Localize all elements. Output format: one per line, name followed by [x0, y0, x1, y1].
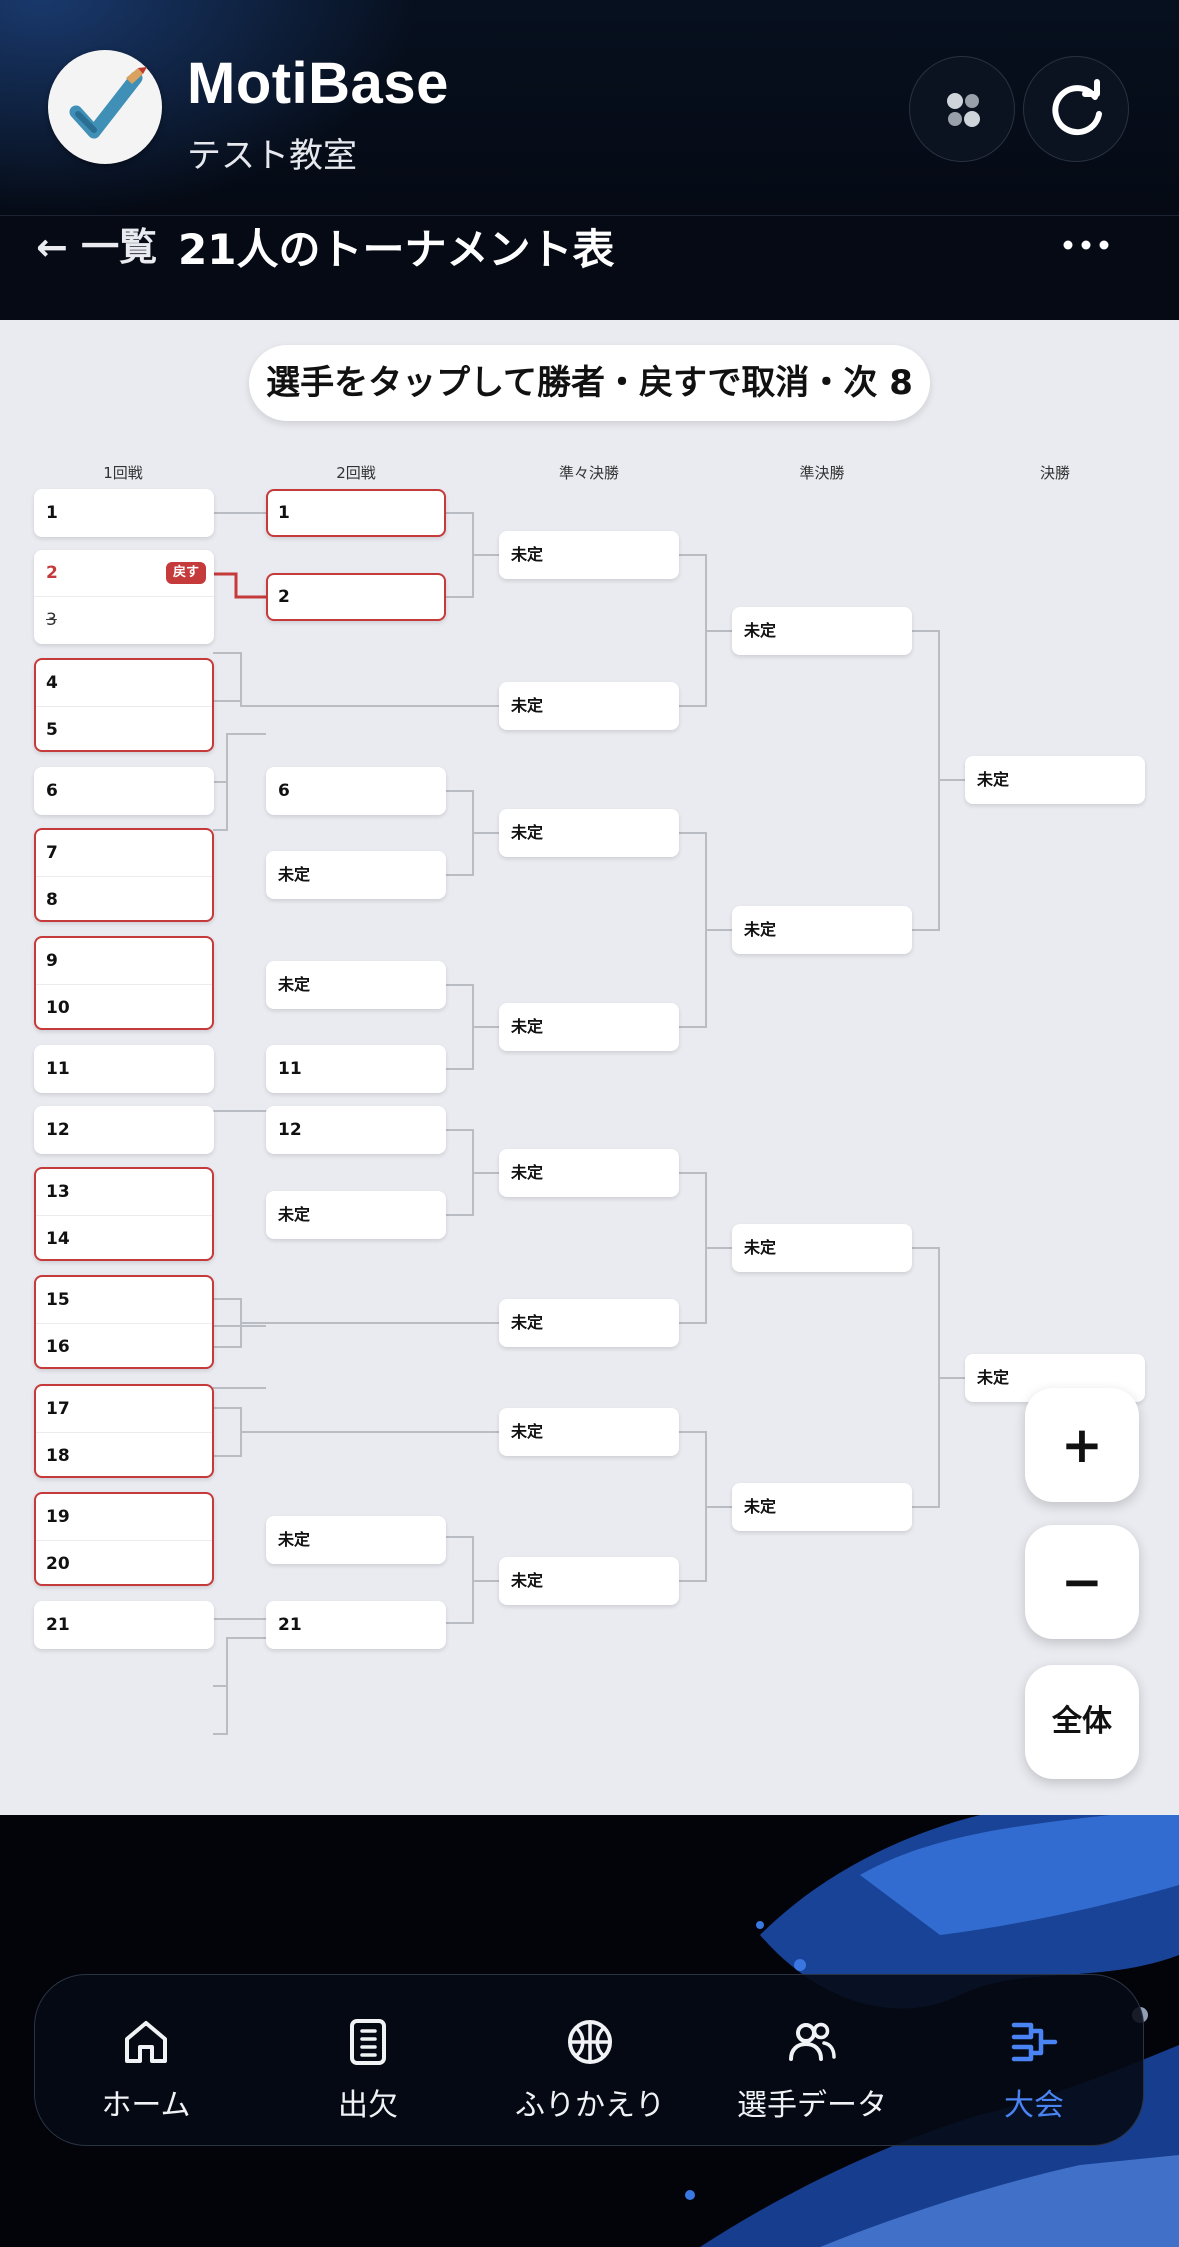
- r1-match-19-20[interactable]: 19 20: [34, 1492, 214, 1586]
- r1-player-18[interactable]: 18: [46, 1446, 70, 1466]
- round-label-2: 2回戦: [336, 464, 376, 482]
- qf-slot[interactable]: 未定: [499, 1408, 679, 1456]
- r1-player-17[interactable]: 17: [36, 1386, 212, 1433]
- r1-player-10[interactable]: 10: [46, 998, 70, 1018]
- r1-player-19[interactable]: 19: [36, 1494, 212, 1541]
- qf-slot[interactable]: 未定: [499, 809, 679, 857]
- r1-player-15[interactable]: 15: [36, 1277, 212, 1324]
- round-label-semifinal: 準決勝: [799, 464, 845, 482]
- bracket-area[interactable]: 選手をタップして勝者・戻すで取消・次 8 1回戦 2回戦 準々決勝 準決勝 決勝: [0, 320, 1179, 1815]
- sf-slot[interactable]: 未定: [732, 1483, 912, 1531]
- r1-player-20[interactable]: 20: [46, 1554, 70, 1574]
- fit-all-button[interactable]: 全体: [1025, 1665, 1139, 1779]
- r1-match-2-3[interactable]: 2 戻す 3: [34, 550, 214, 644]
- page-title: 21人のトーナメント表: [178, 225, 615, 274]
- sf-slot[interactable]: 未定: [732, 906, 912, 954]
- header-divider: [0, 215, 1179, 216]
- plus-icon: +: [1061, 1416, 1103, 1474]
- r1-player-11[interactable]: 11: [34, 1045, 214, 1093]
- refresh-icon: [1052, 79, 1102, 136]
- r1-match-7-8[interactable]: 7 8: [34, 828, 214, 922]
- back-to-list-link[interactable]: ← 一覧: [36, 225, 158, 269]
- qf-slot[interactable]: 未定: [499, 1003, 679, 1051]
- tournament-bracket-icon: [1011, 2022, 1058, 2062]
- attendance-list-icon: [350, 2019, 386, 2065]
- round-label-final: 決勝: [1039, 464, 1070, 482]
- r1-match-15-16[interactable]: 15 16: [34, 1275, 214, 1369]
- r1-match-4-5[interactable]: 4 5: [34, 658, 214, 752]
- r2-slot[interactable]: 12: [266, 1106, 446, 1154]
- qf-slot[interactable]: 未定: [499, 1149, 679, 1197]
- nav-home[interactable]: ホーム: [35, 1975, 257, 2147]
- round-label-quarterfinal: 準々決勝: [558, 464, 619, 482]
- app-title: MotiBase: [187, 51, 449, 116]
- r1-player-5[interactable]: 5: [46, 720, 58, 740]
- more-button[interactable]: [1056, 230, 1116, 260]
- r1-player-2[interactable]: 2 戻す: [34, 550, 214, 597]
- r1-match-9-10[interactable]: 9 10: [34, 936, 214, 1030]
- title-bar: ← 一覧 21人のトーナメント表: [0, 216, 1179, 320]
- r1-player-6[interactable]: 6: [34, 767, 214, 815]
- r2-slot[interactable]: 1: [266, 489, 446, 537]
- sf-slot[interactable]: 未定: [732, 607, 912, 655]
- round-label-1: 1回戦: [103, 464, 143, 482]
- refresh-button[interactable]: [1023, 56, 1129, 162]
- qf-slot[interactable]: 未定: [499, 531, 679, 579]
- home-icon: [125, 2021, 167, 2063]
- r2-slot[interactable]: 21: [266, 1601, 446, 1649]
- r2-slot[interactable]: 2: [266, 573, 446, 621]
- qf-slot[interactable]: 未定: [499, 1557, 679, 1605]
- r1-player-14[interactable]: 14: [46, 1229, 70, 1249]
- apps-button[interactable]: [909, 56, 1015, 162]
- r1-player-12[interactable]: 12: [34, 1106, 214, 1154]
- sf-slot[interactable]: 未定: [732, 1224, 912, 1272]
- instruction-banner: 選手をタップして勝者・戻すで取消・次 8: [249, 345, 930, 421]
- footer: ホーム 出欠 ふりかえり 選手データ: [0, 1815, 1179, 2247]
- app-logo: [48, 50, 162, 164]
- app-header: MotiBase テスト教室: [0, 0, 1179, 218]
- basketball-icon: [568, 2020, 612, 2064]
- r1-match-17-18[interactable]: 17 18: [34, 1384, 214, 1478]
- minus-icon: −: [1061, 1553, 1103, 1611]
- r2-slot[interactable]: 未定: [266, 1516, 446, 1564]
- r1-player-13[interactable]: 13: [36, 1169, 212, 1216]
- r1-player-3[interactable]: 3: [46, 610, 57, 630]
- r2-slot[interactable]: 未定: [266, 851, 446, 899]
- zoom-out-button[interactable]: −: [1025, 1525, 1139, 1639]
- r1-match-13-14[interactable]: 13 14: [34, 1167, 214, 1261]
- qf-slot[interactable]: 未定: [499, 682, 679, 730]
- undo-button[interactable]: 戻す: [165, 562, 206, 584]
- bottom-nav: ホーム 出欠 ふりかえり 選手データ: [34, 1974, 1144, 2146]
- nav-review[interactable]: ふりかえり: [479, 1975, 701, 2147]
- final-slot[interactable]: 未定: [965, 756, 1145, 804]
- checkmark-pencil-icon: [69, 67, 147, 139]
- zoom-in-button[interactable]: +: [1025, 1388, 1139, 1502]
- r1-player-8[interactable]: 8: [46, 890, 58, 910]
- r2-slot[interactable]: 11: [266, 1045, 446, 1093]
- r1-player-16[interactable]: 16: [46, 1337, 70, 1357]
- classroom-name: テスト教室: [187, 136, 357, 176]
- r1-player-1[interactable]: 1: [34, 489, 214, 537]
- users-icon: [789, 2022, 836, 2061]
- r1-player-7[interactable]: 7: [36, 830, 212, 877]
- nav-player-data[interactable]: 選手データ: [701, 1975, 923, 2147]
- r2-slot[interactable]: 未定: [266, 961, 446, 1009]
- r2-slot[interactable]: 6: [266, 767, 446, 815]
- dots-grid-icon: [947, 93, 980, 127]
- more-dots-icon: [1063, 240, 1109, 250]
- r1-player-9[interactable]: 9: [36, 938, 212, 985]
- r1-player-21[interactable]: 21: [34, 1601, 214, 1649]
- nav-attendance[interactable]: 出欠: [257, 1975, 479, 2147]
- qf-slot[interactable]: 未定: [499, 1299, 679, 1347]
- r1-player-4[interactable]: 4: [36, 660, 212, 707]
- r2-slot[interactable]: 未定: [266, 1191, 446, 1239]
- bracket-connectors: [213, 512, 965, 1735]
- nav-tournament[interactable]: 大会: [923, 1975, 1145, 2147]
